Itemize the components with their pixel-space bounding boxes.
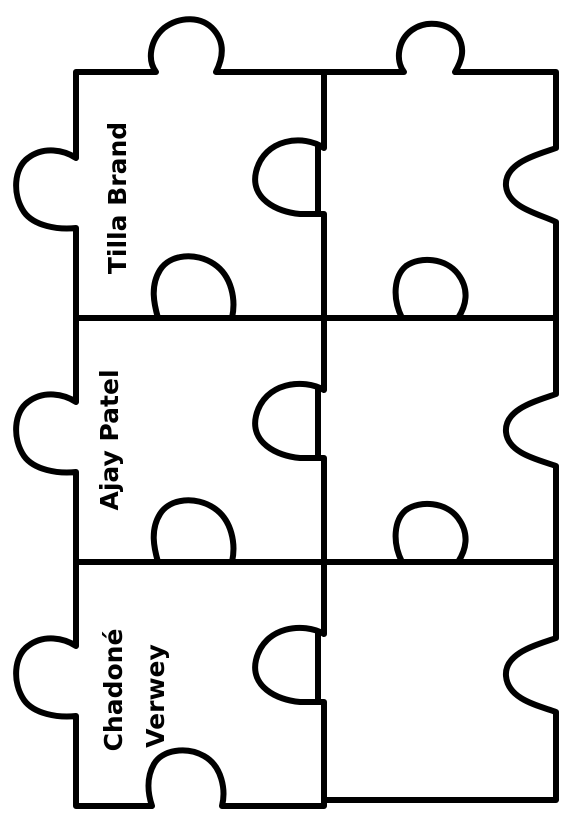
puzzle-piece-blank-top xyxy=(318,24,556,318)
puzzle-piece-chadone-verwey xyxy=(16,562,324,806)
name-label-chadone-line1: Chadoné xyxy=(99,629,128,752)
name-label-chadone-line2: Verwey xyxy=(141,644,170,748)
puzzle-piece-tilla-brand xyxy=(16,19,324,318)
puzzle-piece-blank-middle xyxy=(318,318,556,562)
name-label-ajay-patel: Ajay Patel xyxy=(95,369,124,510)
puzzle-piece-ajay-patel xyxy=(16,318,324,562)
name-label-tilla-brand: Tilla Brand xyxy=(103,122,132,274)
puzzle-piece-blank-bottom xyxy=(318,562,556,800)
